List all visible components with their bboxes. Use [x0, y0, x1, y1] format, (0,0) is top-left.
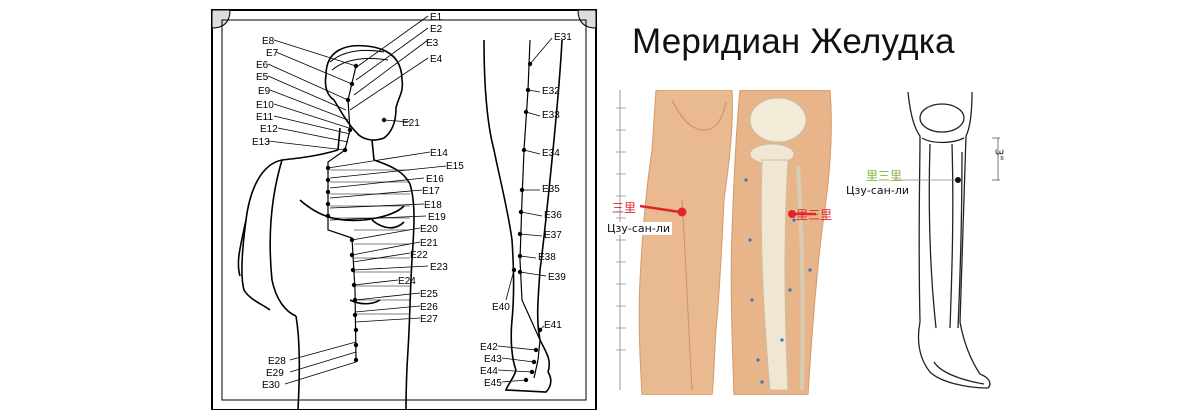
label-e45: E45: [484, 378, 502, 389]
measure-bracket: [992, 137, 1000, 181]
shin-crease: [681, 199, 693, 391]
label-e11: E11: [256, 112, 273, 123]
label-e8: E8: [262, 36, 275, 47]
label-e29: E29: [266, 368, 284, 379]
label-e26: E26: [420, 302, 438, 313]
label-e21a: E21: [402, 118, 420, 129]
label-e12: E12: [260, 124, 278, 135]
label-e1: E1: [430, 12, 443, 23]
chinese-label-right: 里三里: [796, 208, 832, 222]
label-e30: E30: [262, 380, 280, 391]
label-e6: E6: [256, 60, 269, 71]
kneecap-outline: [671, 99, 727, 131]
point-zusanli-line: [955, 177, 961, 183]
label-e9: E9: [258, 86, 271, 97]
body-outline: [237, 44, 415, 410]
label-e39: E39: [548, 272, 566, 283]
label-e28: E28: [268, 356, 286, 367]
label-e10: E10: [256, 100, 274, 111]
label-e27: E27: [420, 314, 438, 325]
label-e18: E18: [424, 200, 442, 211]
label-e36: E36: [544, 210, 562, 221]
ruler-ticks: [616, 107, 626, 351]
label-e2: E2: [430, 24, 443, 35]
anatomy-dots: [744, 178, 812, 384]
label-e42: E42: [480, 342, 498, 353]
label-e13: E13: [252, 137, 270, 148]
point-zusanli-left: [677, 207, 687, 217]
label-e22: E22: [410, 250, 428, 261]
label-e20: E20: [420, 224, 438, 235]
label-e25: E25: [420, 289, 438, 300]
point-name-label-middle: Цзу-сан-ли: [605, 222, 672, 235]
point-line-left: [639, 204, 681, 214]
inner-frame: [221, 19, 587, 401]
meridian-points: [325, 63, 387, 363]
label-e33: E33: [542, 110, 560, 121]
anatomy-legs: 三里 里三里: [612, 90, 832, 395]
label-e3: E3: [426, 38, 439, 49]
label-e32: E32: [542, 86, 560, 97]
label-e24: E24: [398, 276, 416, 287]
tibia-shaft: [760, 159, 789, 391]
label-e23: E23: [430, 262, 448, 273]
chinese-label-left: 三里: [612, 201, 636, 215]
label-e37: E37: [544, 230, 562, 241]
measure-label: 3": [992, 148, 1006, 161]
diagram-frame: [211, 9, 597, 410]
leg-leaders: [497, 37, 553, 383]
femur-knee: [749, 97, 807, 143]
label-e15: E15: [446, 161, 464, 172]
leader-lines: [267, 15, 447, 385]
meridian-line: [327, 65, 357, 361]
label-e43: E43: [484, 354, 502, 365]
label-e16: E16: [426, 174, 444, 185]
label-e14: E14: [430, 148, 448, 159]
label-e38: E38: [538, 252, 556, 263]
label-e4: E4: [430, 54, 443, 65]
leg-outline: [483, 39, 563, 393]
label-e19: E19: [428, 212, 446, 223]
torso-hatching: [330, 169, 410, 315]
point-zusanli-right: [788, 210, 796, 218]
label-e40: E40: [492, 302, 510, 313]
frame-corner: [211, 9, 231, 29]
label-e34: E34: [542, 148, 560, 159]
label-e41: E41: [544, 320, 562, 331]
label-e7: E7: [266, 48, 279, 59]
chinese-label-green: 里三里: [866, 169, 903, 183]
label-e31: E31: [554, 32, 572, 43]
label-e44: E44: [480, 366, 498, 377]
frame-corner: [577, 9, 597, 29]
label-e17: E17: [422, 186, 440, 197]
label-e35: E35: [542, 184, 560, 195]
fibula: [796, 165, 805, 391]
point-name-label-right: Цзу-сан-ли: [846, 184, 909, 197]
leg-lines: [907, 92, 991, 389]
label-e5: E5: [256, 72, 269, 83]
page-title: Меридиан Желудка: [632, 22, 955, 61]
line-leg: [894, 92, 1000, 389]
label-e21: E21: [420, 238, 438, 249]
leg-skin-left: [638, 90, 733, 395]
